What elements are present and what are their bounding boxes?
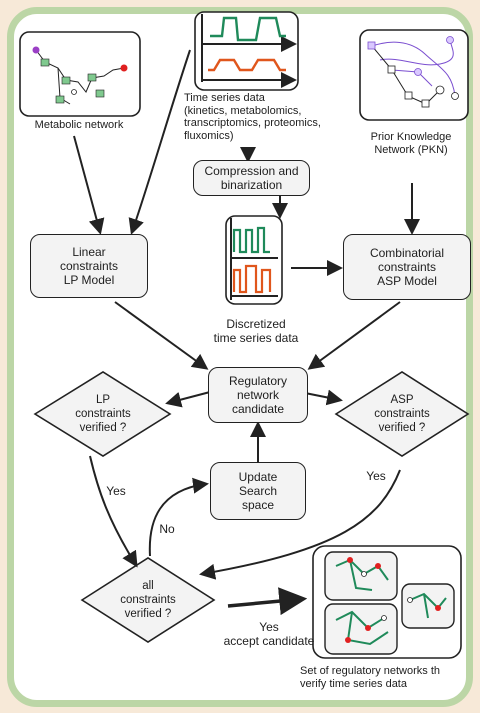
- compression-box: Compression and binarization: [193, 160, 310, 196]
- update-box: Update Search space: [210, 462, 306, 520]
- yes-lp-label: Yes: [106, 484, 126, 498]
- all-verified-label: all constraints verified ?: [120, 580, 176, 620]
- metabolic-network-label: Metabolic network: [34, 119, 124, 131]
- time-series-label: Time series data (kinetics, metabolomics…: [184, 92, 321, 142]
- discretized-label: Discretized time series data: [213, 317, 299, 345]
- pkn-thumbnail: [359, 29, 469, 121]
- lp-model-box: Linear constraints LP Model: [30, 234, 148, 298]
- no-label: No: [159, 522, 175, 536]
- lp-verified-label: LP constraints verified ?: [75, 394, 131, 434]
- candidate-box: Regulatory network candidate: [208, 367, 308, 423]
- metabolic-network-thumbnail: [19, 31, 141, 117]
- asp-model-box: Combinatorial constraints ASP Model: [343, 234, 471, 300]
- result-set-label: Set of regulatory networks th verify tim…: [300, 665, 441, 690]
- asp-verified-label: ASP constraints verified ?: [374, 394, 430, 434]
- all-verified-diamond: [80, 557, 216, 643]
- discretized-thumbnail: [225, 215, 283, 305]
- pkn-label: Prior Knowledge Network (PKN): [370, 131, 452, 156]
- lp-verified-diamond: [33, 371, 172, 457]
- yes-accept-label: Yes accept candidate: [223, 620, 315, 648]
- yes-asp-label: Yes: [366, 469, 386, 483]
- accept-arrow: [227, 587, 308, 616]
- asp-verified-diamond: [334, 371, 470, 457]
- result-set-thumbnail: [312, 545, 462, 659]
- flow-arrows: [73, 49, 420, 580]
- time-series-thumbnail: [194, 11, 299, 91]
- figure-frame: [7, 7, 473, 707]
